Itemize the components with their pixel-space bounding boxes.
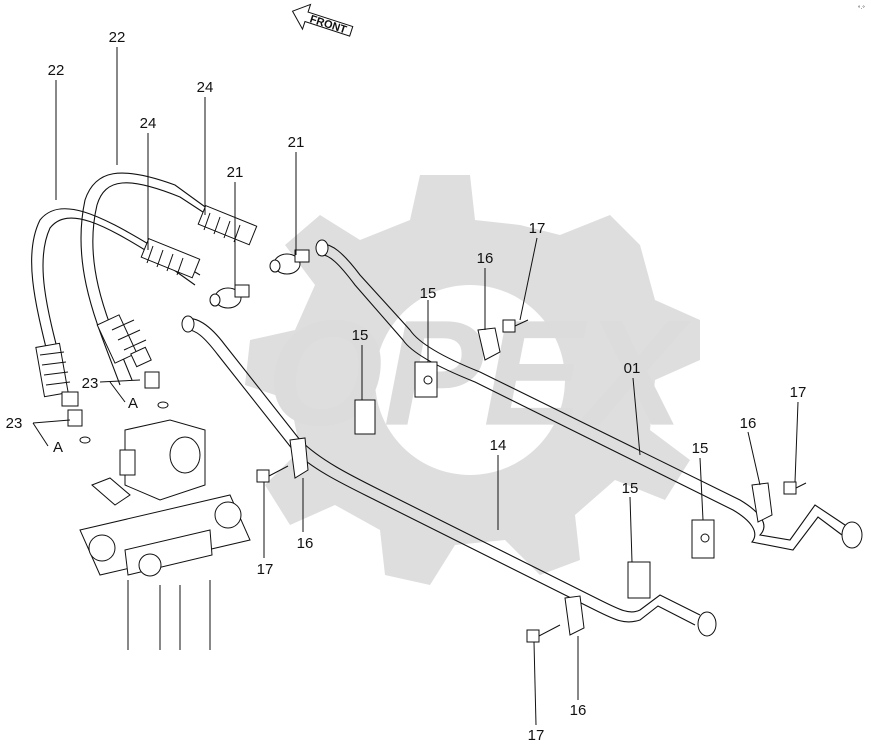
callout-17-d: 17 [528,727,545,744]
callout-15-d: 15 [622,480,639,497]
bolt-17-a [502,319,529,333]
cylinder-rod [127,580,211,650]
elbow-fitting-upper [269,249,310,275]
hose-upper [80,172,239,386]
bracket-16-c [751,482,773,523]
valve-block [119,419,206,501]
callout-17-a: 17 [529,220,546,237]
clamp-15-b [354,399,376,435]
bracket-16-b [289,437,309,479]
callout-23-lower: 23 [6,415,23,432]
callout-A-upper: A [128,395,138,412]
hose-end-fitting-left [35,342,79,407]
front-label: FRONT [308,13,348,36]
callout-21-upper: 21 [288,134,305,151]
callout-22-upper: 22 [109,29,126,46]
elbow-fitting-lower [209,284,250,309]
clamp-15-d [627,561,651,599]
adapters-23 [67,371,169,444]
callout-15-a: 15 [420,285,437,302]
callout-24-lower: 24 [140,115,157,132]
callout-16-c: 16 [297,535,314,552]
elbow-port-fitting [91,477,131,506]
callouts: 22 22 24 24 21 21 17 16 15 15 01 17 16 1… [6,29,807,744]
hose-spring-fitting-upper [197,204,258,246]
pipe-01 [315,239,863,551]
corner-mark: °·° [858,6,865,12]
callout-22-lower: 22 [48,62,65,79]
callout-23-upper: 23 [82,375,99,392]
leader-lines [32,47,799,726]
clamp-15-c [691,519,715,559]
bolt-17-d [526,624,561,643]
pipe-14 [181,315,717,637]
callout-14: 14 [490,437,507,454]
bolt-17-b [783,481,807,495]
callout-A-lower: A [53,439,63,456]
bolt-17-c [256,465,289,483]
clamp-15-a [414,361,438,398]
callout-17-c: 17 [257,561,274,578]
watermark-text: OPEX [267,289,692,457]
hose-spring-fitting-lower [140,237,201,279]
pipe-14-end [697,611,717,637]
pipe-01-end [841,521,863,549]
callout-21-lower: 21 [227,164,244,181]
callout-15-c: 15 [692,440,709,457]
callout-15-b: 15 [352,327,369,344]
hose-end-fitting-mid [96,314,152,368]
bracket-16-a [477,327,501,361]
bracket-16-d [564,595,585,636]
callout-24-upper: 24 [197,79,214,96]
front-arrow: FRONT [291,3,354,37]
callout-16-a: 16 [477,250,494,267]
callout-01: 01 [624,360,641,377]
front-arrow-icon [291,3,354,37]
callout-16-d: 16 [570,702,587,719]
hose-lower [31,208,201,386]
watermark: OPEX [245,175,700,585]
swing-bracket [79,494,251,577]
callout-17-b: 17 [790,384,807,401]
callout-16-b: 16 [740,415,757,432]
